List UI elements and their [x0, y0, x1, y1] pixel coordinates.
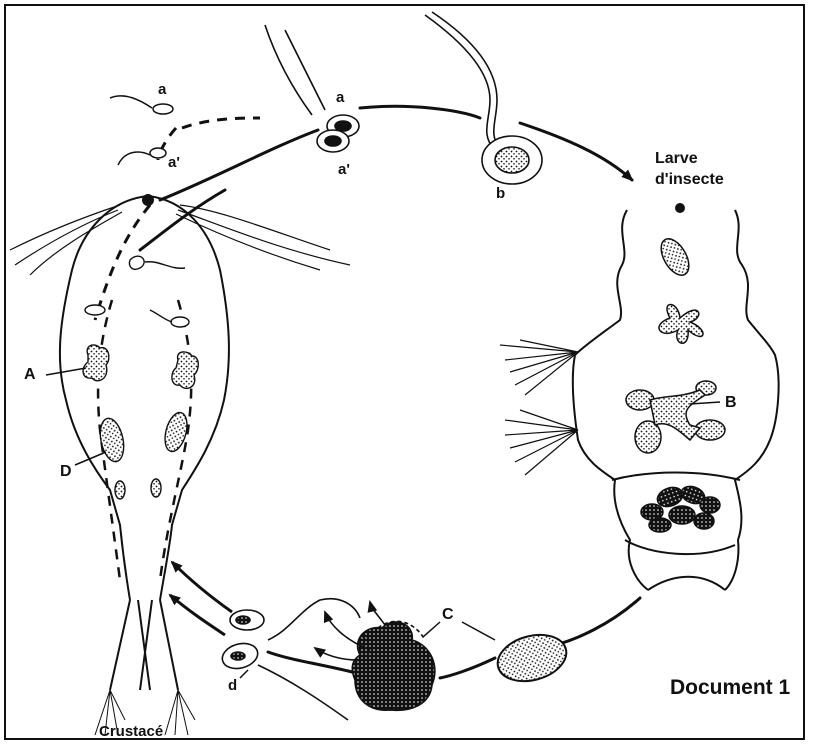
cycle-arc-to-crustacean-center: [138, 188, 227, 252]
label-b: b: [496, 185, 506, 202]
label-a-right: a: [336, 89, 345, 106]
label-C: C: [442, 606, 454, 623]
cycle-arc-to-larva: [518, 121, 634, 182]
label-B: B: [725, 394, 737, 411]
larva-a-top: [109, 95, 174, 115]
label-A: A: [24, 366, 36, 383]
label-a-prime-top: a': [168, 154, 180, 171]
return-arrows: [168, 560, 233, 637]
larva-a-prime-top: [117, 147, 167, 166]
crustacean-body: [58, 194, 230, 691]
insect-larva: [571, 203, 780, 591]
cycle-arc-bottom-right: [553, 596, 642, 647]
larva-bristles: [499, 339, 579, 476]
crustacean-antennae: [9, 204, 351, 276]
cycle-arc-top-right: [358, 104, 482, 120]
label-larve-line1: Larve: [655, 150, 698, 167]
label-a-top: a: [158, 81, 167, 98]
label-document: Document 1: [670, 676, 791, 699]
eggs-d: [221, 598, 361, 721]
label-crustace: Crustacé: [99, 723, 164, 740]
egg-b: [424, 11, 543, 185]
entry-dashed-line: [93, 116, 261, 321]
crustacean-tail-setae: [94, 689, 196, 736]
cyst-mass-C: [313, 600, 436, 712]
cycle-loop: [138, 104, 642, 680]
label-larve-line2: d'insecte: [655, 171, 724, 188]
parasite-B: [625, 380, 726, 454]
label-d: d: [228, 677, 238, 694]
label-larve-insecte: Larve d'insecte: [655, 148, 745, 190]
cycle-arc-bottom-left: [266, 650, 354, 674]
crustacean-parasites: [82, 255, 199, 500]
larva-parasites: [625, 238, 726, 533]
label-a-prime-right: a': [338, 161, 350, 178]
cyst-C-single: [496, 633, 568, 683]
cycle-arc-top-left: [158, 128, 320, 202]
parasite-cysts: [640, 485, 721, 533]
label-D: D: [60, 463, 72, 480]
egg-pair: [264, 24, 360, 153]
cycle-arc-bottom: [438, 656, 497, 680]
label-pointers: [45, 367, 721, 679]
document-frame: [4, 4, 805, 740]
